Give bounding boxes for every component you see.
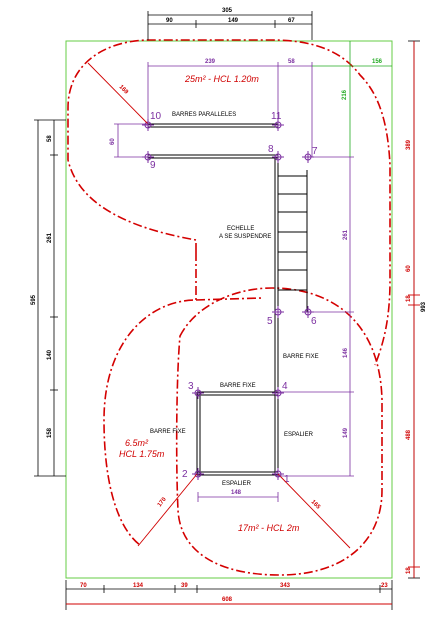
dim-148: 148	[231, 490, 242, 496]
dim-inner-58: 58	[288, 59, 295, 65]
dim-bottom-total: 608	[222, 597, 233, 603]
safety-zone-top	[67, 39, 391, 366]
label-echelle: ECHELLE	[227, 226, 254, 232]
point-label-4: 4	[282, 381, 288, 392]
label-barre-fixe-left: BARRE FIXE	[150, 429, 186, 435]
dim-top-total: 305	[222, 8, 233, 14]
dim-right-149: 149	[343, 427, 349, 438]
dim-green-216: 216	[342, 89, 348, 100]
marker-5	[272, 306, 284, 318]
dim-far-right-18a: 18	[406, 295, 412, 302]
dim-bottom-134: 134	[133, 583, 144, 589]
dim-top-a: 90	[166, 18, 173, 24]
dim-left-158: 158	[47, 427, 53, 438]
dim-red-165: 165	[310, 499, 322, 511]
zone-bottom-label: 17m² - HCL 2m	[238, 523, 300, 533]
safety-zone-bottom	[175, 287, 383, 576]
label-espalier-bottom: ESPALIER	[222, 481, 252, 487]
point-label-5: 5	[267, 316, 273, 327]
zone-left-hcl: HCL 1.75m	[119, 449, 165, 459]
red-leader-170	[137, 473, 198, 547]
dim-far-right-60: 60	[406, 265, 412, 272]
point-label-7: 7	[312, 146, 318, 157]
red-dimensions	[66, 41, 420, 605]
red-leader-165	[277, 473, 351, 549]
dim-right-146: 146	[343, 347, 349, 358]
point-label-11: 11	[271, 111, 282, 122]
dim-top-b: 149	[228, 18, 239, 24]
point-label-6: 6	[311, 316, 317, 327]
dim-bottom-23: 23	[381, 583, 388, 589]
marker-2	[192, 468, 204, 480]
dim-left-140: 140	[47, 349, 53, 360]
safety-zone-connector	[195, 297, 263, 301]
zone-left-area: 6.5m²	[125, 438, 149, 448]
dim-bottom-343: 343	[280, 583, 291, 589]
dim-inner-239: 239	[205, 59, 216, 65]
point-markers	[142, 119, 314, 480]
label-barre-fixe-top: BARRE FIXE	[220, 383, 256, 389]
safety-zone-left	[103, 252, 197, 546]
dim-left-58: 58	[47, 135, 53, 142]
point-label-9: 9	[150, 160, 156, 171]
marker-3	[192, 387, 204, 399]
dim-red-169: 169	[118, 84, 130, 96]
purple-dimensions	[114, 62, 354, 502]
dim-top-c: 67	[288, 18, 295, 24]
dim-far-right-total: 993	[421, 301, 427, 312]
site-boundary	[65, 40, 393, 579]
label-barre-fixe-right: BARRE FIXE	[283, 354, 319, 360]
equipment	[148, 123, 308, 476]
point-label-2: 2	[182, 469, 188, 480]
ladder-rungs	[278, 175, 307, 291]
dim-far-right-389: 389	[406, 139, 412, 150]
dim-red-170: 170	[157, 496, 168, 508]
marker-8	[272, 151, 284, 163]
black-dimensions	[34, 11, 420, 610]
dim-bar-60: 60	[110, 138, 116, 145]
point-label-1: 1	[284, 474, 290, 485]
label-espalier-right: ESPALIER	[284, 432, 314, 438]
point-label-3: 3	[188, 381, 194, 392]
point-label-10: 10	[150, 111, 162, 122]
zone-top-label: 25m² - HCL 1.20m	[184, 74, 259, 84]
dim-bottom-39: 39	[181, 583, 188, 589]
marker-4	[272, 387, 284, 399]
dim-left-total: 595	[31, 294, 37, 305]
dim-bottom-70: 70	[80, 583, 87, 589]
dim-far-right-18b: 18	[406, 567, 412, 574]
safety-zones	[67, 39, 391, 576]
green-dimensions	[312, 41, 392, 157]
dim-right-261: 261	[343, 229, 349, 240]
dim-left-261: 261	[47, 232, 53, 243]
label-suspendre: A SE SUSPENDRE	[219, 234, 271, 240]
red-leader-169	[87, 62, 149, 125]
point-label-8: 8	[268, 144, 274, 155]
dim-green-156: 156	[372, 59, 383, 65]
dim-far-right-488: 488	[406, 429, 412, 440]
label-barres-paralleles: BARRES PARALLELES	[172, 112, 236, 118]
